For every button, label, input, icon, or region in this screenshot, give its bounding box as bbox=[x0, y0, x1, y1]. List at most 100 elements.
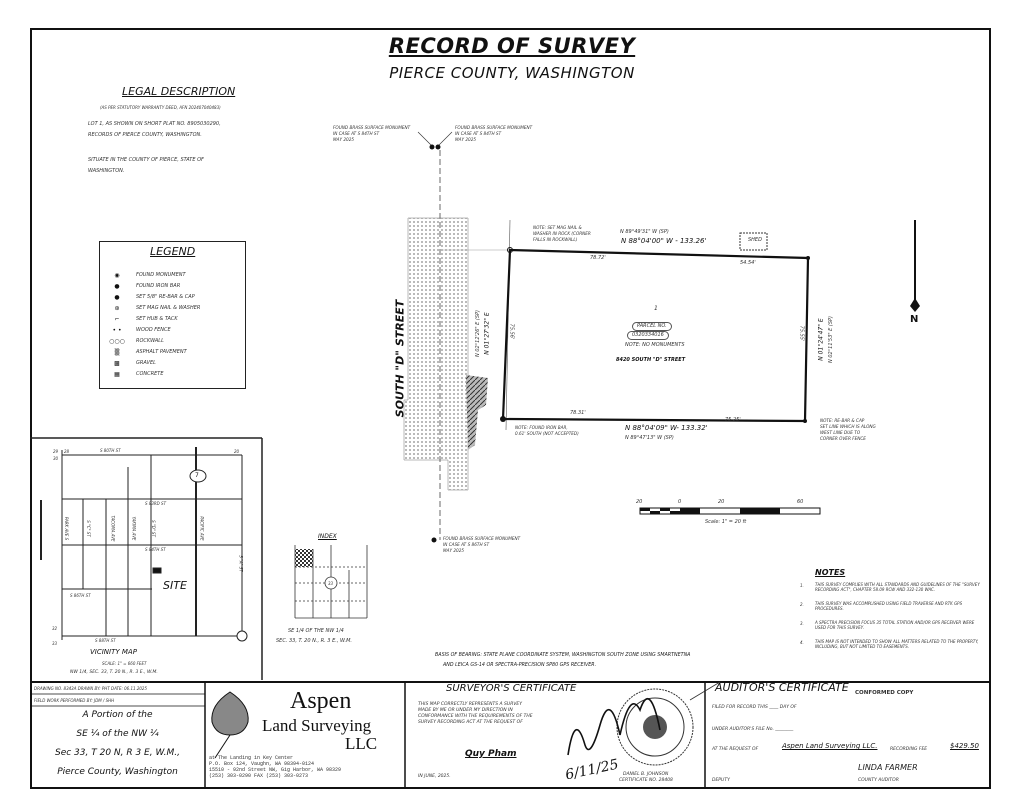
vicinity-street: S 86TH ST bbox=[70, 593, 91, 598]
vicinity-caption: NW 1/4, SEC. 33, T. 20 N., R. 3 E., W.M. bbox=[70, 670, 158, 675]
note-mon-ne: FOUND BRASS SURFACE MONUMENT bbox=[455, 125, 533, 130]
legal-line3: SITUATE IN THE COUNTY OF PIERCE, STATE O… bbox=[88, 157, 204, 163]
vicinity-avenue: S "D" ST bbox=[150, 520, 156, 537]
scale-bar bbox=[639, 507, 821, 515]
found-monument-icon: ◉ bbox=[114, 272, 120, 279]
left-record-bearing: N 02°12'26" E (SP) bbox=[475, 309, 482, 358]
asphalt-area bbox=[403, 217, 469, 491]
note-mon-nw: FOUND BRASS SURFACE MONUMENT bbox=[333, 125, 411, 130]
legend-item-label: SET 5/8" RE-BAR & CAP bbox=[136, 294, 195, 300]
vicinity-corner: 30 bbox=[53, 456, 59, 461]
parcel-id: 0320334016 bbox=[627, 331, 669, 340]
note-number: 2. bbox=[800, 602, 804, 607]
surveyor-seal bbox=[616, 688, 694, 766]
gravel-area bbox=[466, 375, 488, 450]
legal-line1: LOT 1, AS SHOWN ON SHORT PLAT NO. 890503… bbox=[88, 121, 221, 127]
note-mon-nw: IN CASE AT S 84TH ST bbox=[333, 131, 380, 136]
auditor-requester: Aspen Land Surveying LLC. bbox=[782, 742, 878, 750]
scale-tick: 20 bbox=[718, 499, 725, 505]
route-shield: 7 bbox=[195, 472, 199, 479]
aspen-leaf-logo bbox=[211, 691, 249, 759]
basis-line2: AND LEICA GS-14 OR SPECTRA-PRECISION SP8… bbox=[443, 663, 597, 668]
note-mon-s: IN CASE AT S 86TH ST bbox=[443, 542, 490, 547]
top-segment-b: 54.54' bbox=[740, 260, 756, 266]
surveyor-text3: CONFORMANCE WITH THE REQUIREMENTS OF THE bbox=[418, 714, 533, 719]
bottom-segment-b: 75.25' bbox=[725, 417, 741, 423]
left-distance: 75.56' bbox=[508, 323, 515, 340]
monument-marker bbox=[429, 144, 435, 150]
note-mon-ne: IN CASE AT S 84TH ST bbox=[455, 131, 502, 136]
note-text: A SPECTRA PRECISION FOCUS 35 TOTAL STATI… bbox=[815, 620, 975, 630]
vicinity-corner: 20 bbox=[234, 449, 240, 454]
auditor-title: COUNTY AUDITOR bbox=[858, 778, 899, 783]
note-text: THIS SURVEY COMPLIES WITH ALL STANDARDS … bbox=[815, 582, 980, 592]
vicinity-street: S 88TH ST bbox=[95, 638, 116, 643]
north-label: N bbox=[910, 314, 919, 325]
rockwall-icon: ○○○ bbox=[109, 338, 125, 345]
note-note-sw: 0.61' SOUTH (NOT ACCEPTED) bbox=[515, 431, 579, 436]
legend-item-label: SET MAG NAIL & WASHER bbox=[136, 305, 201, 311]
lot-number: 1 bbox=[654, 305, 658, 312]
note-number: 4. bbox=[800, 640, 804, 645]
company-address-2: P.O. Box 124, Vaughn, WA 98394-0124 bbox=[209, 761, 315, 767]
legend-item-label: ROCKWALL bbox=[136, 338, 164, 344]
shed-label: SHED bbox=[748, 237, 762, 243]
note-mon-ne: MAY 2025 bbox=[455, 137, 477, 142]
bottom-segment-a: 78.31' bbox=[570, 410, 586, 416]
vicinity-corner: 33 bbox=[52, 641, 58, 646]
index-section: 33 bbox=[328, 581, 334, 586]
note-mon-nw: MAY 2025 bbox=[333, 137, 355, 142]
left-bearing: N 01°27'32" E bbox=[483, 312, 491, 355]
surveyor-text4: SURVEY RECORDING ACT AT THE REQUEST OF bbox=[418, 720, 523, 725]
legend-item-label: SET HUB & TACK bbox=[136, 316, 178, 322]
drawing-info: DRAWING NO. 8343A DRAWN BY: PHT DATE: 06… bbox=[34, 686, 148, 691]
site-address: 8420 SOUTH "D" STREET bbox=[616, 357, 686, 363]
vicinity-avenue: S "C" ST bbox=[85, 520, 91, 537]
page-title: RECORD OF SURVEY bbox=[388, 34, 636, 58]
auditor-fee-label: RECORDING FEE bbox=[890, 747, 928, 752]
legend-item-label: FOUND MONUMENT bbox=[136, 272, 186, 278]
auditor-name: LINDA FARMER bbox=[858, 763, 918, 772]
right-bearing: N 01°24'47" E bbox=[817, 318, 825, 361]
company-name-2: Land Surveying bbox=[262, 716, 372, 735]
index-caption1: SE 1/4 OF THE NW 1/4 bbox=[288, 628, 344, 634]
surveyor-client: Quy Pham bbox=[465, 749, 517, 759]
found-iron-bar-marker bbox=[500, 416, 506, 422]
note-number: 3. bbox=[800, 621, 804, 626]
legal-line4: WASHINGTON. bbox=[88, 168, 125, 174]
rebar-cap-icon: ● bbox=[114, 294, 120, 301]
vicinity-corner: 32 bbox=[52, 626, 58, 631]
note-note-se: WEST LINE DUE TO bbox=[820, 430, 861, 435]
note-number: 1. bbox=[800, 583, 804, 588]
concrete-icon: ▦ bbox=[114, 371, 120, 378]
legal-line2: RECORDS OF PIERCE COUNTY, WASHINGTON. bbox=[88, 132, 202, 138]
legend-item-label: CONCRETE bbox=[136, 371, 164, 377]
note-text: THIS MAP IS NOT INTENDED TO SHOW ALL MAT… bbox=[815, 639, 979, 649]
hub-tack-icon: ⌐ bbox=[114, 316, 120, 323]
vicinity-corner: 28 bbox=[64, 449, 70, 454]
legal-note: (AS PER STATUTORY WARRANTY DEED, AFN 202… bbox=[100, 105, 221, 110]
surveyor-name: DANIEL B. JOHNSON bbox=[623, 772, 669, 777]
shed-outline bbox=[739, 232, 768, 251]
note-note-nw: NOTE: SET MAG NAIL & bbox=[533, 225, 582, 230]
vicinity-avenue: S "A" ST bbox=[238, 555, 244, 572]
bottom-record-bearing: N 89°47'13" W (SP) bbox=[625, 435, 674, 441]
monuments-note: NOTE: NO MONUMENTS bbox=[625, 342, 685, 348]
right-distance: 75.55' bbox=[798, 325, 805, 342]
auditor-fee: $429.50 bbox=[950, 742, 979, 750]
company-address-3: 15510 - 92nd Street NW, Gig Harbor, WA 9… bbox=[209, 767, 342, 773]
legal-heading: LEGAL DESCRIPTION bbox=[122, 85, 236, 98]
auditor-file-no: UNDER AUDITOR'S FILE No. ________ bbox=[712, 727, 794, 732]
vicinity-scale: SCALE: 1" = 660 FEET bbox=[102, 661, 147, 666]
company-address-4: (253) 303-0290 FAX (253) 303-0273 bbox=[209, 773, 309, 779]
scale-tick: 60 bbox=[797, 499, 804, 505]
portion-line1: A Portion of the bbox=[82, 710, 153, 720]
north-arrow-icon bbox=[910, 220, 920, 312]
vicinity-street: S 83RD ST bbox=[145, 501, 167, 506]
note-note-sw: NOTE: FOUND IRON BAR, bbox=[515, 425, 568, 430]
rebar-cap-marker bbox=[803, 419, 807, 423]
note-note-nw: FALLS IN ROCKWALL) bbox=[533, 237, 578, 242]
vicinity-corner: 29 bbox=[53, 449, 59, 454]
vicinity-avenue: YAKIMA AVE bbox=[131, 516, 137, 541]
auditor-heading: AUDITOR'S CERTIFICATE bbox=[715, 681, 849, 694]
